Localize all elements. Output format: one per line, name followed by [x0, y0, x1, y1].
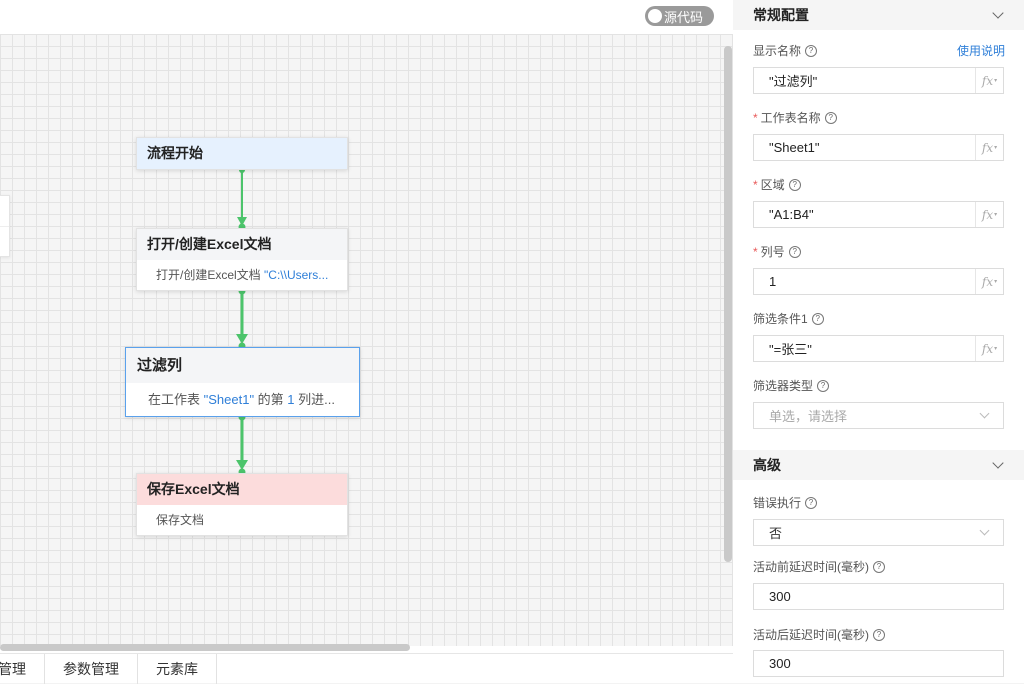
advanced-section-header[interactable]: 高级 [733, 450, 1024, 480]
flow-canvas-grid[interactable] [0, 34, 733, 646]
chevron-down-icon [992, 7, 1004, 19]
chevron-down-icon [979, 408, 990, 419]
help-icon[interactable]: ? [811, 312, 824, 325]
select-placeholder: 单选，请选择 [769, 409, 848, 424]
post-delay-label: 活动后延迟时间(毫秒) ? [753, 626, 885, 643]
input-value: "=张三" [769, 342, 812, 357]
node-title: 保存Excel文档 [137, 474, 347, 505]
input-value: "A1:B4" [769, 207, 814, 222]
fx-label: fx [981, 341, 994, 356]
usage-help-link[interactable]: 使用说明 [957, 44, 1006, 58]
node-title: 流程开始 [137, 138, 347, 169]
sheet-name-input[interactable]: "Sheet1" fx▾ [753, 134, 1004, 161]
fx-expression-icon[interactable]: fx▾ [975, 68, 1003, 93]
chevron-down-icon [979, 525, 990, 536]
field-label-text: 活动后延迟时间(毫秒) [753, 628, 869, 642]
fx-label: fx [981, 140, 994, 155]
node-description: 打开/创建Excel文档 "C:\\Users... [137, 260, 347, 291]
fx-label: fx [981, 207, 994, 222]
node-desc-text: 列进... [294, 392, 335, 407]
node-desc-column: 1 [287, 392, 295, 407]
node-desc-path: "C:\\Users... [264, 268, 329, 282]
help-icon[interactable]: ? [805, 496, 818, 509]
input-value: 300 [769, 656, 791, 671]
filter-type-select[interactable]: 单选，请选择 [753, 402, 1004, 429]
flow-node-open-excel[interactable]: 打开/创建Excel文档 打开/创建Excel文档 "C:\\Users... [136, 228, 348, 291]
field-label-text: 显示名称 [753, 44, 802, 58]
pre-delay-input[interactable]: 300 [753, 583, 1004, 610]
flow-node-start[interactable]: 流程开始 [136, 137, 348, 170]
help-icon[interactable]: ? [824, 111, 837, 124]
help-icon[interactable]: ? [873, 628, 885, 641]
flow-node-filter-column[interactable]: 过滤列 在工作表 "Sheet1" 的第 1 列进... [125, 347, 360, 417]
node-title: 打开/创建Excel文档 [137, 229, 347, 260]
fx-label: fx [981, 73, 994, 88]
help-icon[interactable]: ? [817, 379, 830, 392]
section-title: 高级 [753, 457, 781, 473]
offscreen-flow-node[interactable] [0, 195, 10, 257]
section-title: 常规配置 [753, 7, 809, 23]
bottom-tab-bar: 管理 参数管理 元素库 [0, 653, 733, 684]
filter-type-label: 筛选器类型 ? [753, 377, 830, 394]
fx-label: fx [981, 274, 994, 289]
range-label: * 区域 ? [753, 176, 801, 193]
node-description: 保存文档 [156, 513, 205, 527]
display-name-input[interactable]: "过滤列" fx▾ [753, 67, 1004, 94]
node-desc-text: 在工作表 [148, 392, 204, 407]
properties-panel: 常规配置 显示名称 ? 使用说明 "过滤列" fx▾ * 工作表名称 ? "Sh… [733, 0, 1024, 683]
column-number-label: * 列号 ? [753, 243, 801, 260]
general-config-section-header[interactable]: 常规配置 [733, 0, 1024, 30]
tab-element-library[interactable]: 元素库 [138, 654, 217, 684]
flow-node-save-excel[interactable]: 保存Excel文档 保存文档 [136, 473, 348, 536]
pre-delay-label: 活动前延迟时间(毫秒) ? [753, 558, 885, 575]
field-label-text: 筛选条件1 [753, 312, 808, 326]
error-exec-label: 错误执行 ? [753, 494, 818, 511]
toggle-knob [648, 9, 662, 23]
input-value: "Sheet1" [769, 140, 820, 155]
sheet-name-label: * 工作表名称 ? [753, 109, 837, 126]
error-exec-select[interactable]: 否 [753, 519, 1004, 546]
field-label-text: 区域 [760, 178, 785, 192]
fx-expression-icon[interactable]: fx▾ [975, 269, 1003, 294]
select-value: 否 [769, 526, 783, 541]
input-value: "过滤列" [769, 74, 818, 89]
field-label-text: 筛选器类型 [753, 379, 814, 393]
tab-parameter-management[interactable]: 参数管理 [45, 654, 138, 684]
filter-condition-input[interactable]: "=张三" fx▾ [753, 335, 1004, 362]
field-label-text: 列号 [760, 245, 785, 259]
help-icon[interactable]: ? [805, 44, 818, 57]
input-value: 300 [769, 589, 791, 604]
node-desc-sheet: "Sheet1" [203, 392, 255, 407]
filter-condition-label: 筛选条件1 ? [753, 310, 824, 327]
display-name-label: 显示名称 ? [753, 42, 818, 59]
field-label-text: 工作表名称 [760, 111, 821, 125]
node-description: 在工作表 "Sheet1" 的第 1 列进... [126, 383, 359, 416]
node-title: 过滤列 [126, 348, 359, 383]
fx-expression-icon[interactable]: fx▾ [975, 135, 1003, 160]
tab-management[interactable]: 管理 [0, 654, 45, 684]
input-value: 1 [769, 274, 777, 289]
canvas-horizontal-scrollbar[interactable] [0, 644, 410, 651]
fx-expression-icon[interactable]: fx▾ [975, 336, 1003, 361]
fx-expression-icon[interactable]: fx▾ [975, 202, 1003, 227]
column-number-input[interactable]: 1 fx▾ [753, 268, 1004, 295]
range-input[interactable]: "A1:B4" fx▾ [753, 201, 1004, 228]
help-icon[interactable]: ? [873, 560, 885, 573]
field-label-text: 错误执行 [753, 496, 802, 510]
flow-canvas-area: 源代码 流程开始 打开/创建Excel文档 打开/创建Excel文档 "C:\\… [0, 0, 733, 684]
source-code-label: 源代码 [664, 9, 704, 25]
help-icon[interactable]: ? [788, 178, 801, 191]
chevron-down-icon [992, 457, 1004, 469]
node-desc-text: 打开/创建Excel文档 [156, 268, 265, 282]
help-icon[interactable]: ? [788, 245, 801, 258]
canvas-vertical-scrollbar[interactable] [724, 46, 732, 562]
node-desc-text: 的第 [254, 392, 288, 407]
field-label-text: 活动前延迟时间(毫秒) [753, 560, 869, 574]
post-delay-input[interactable]: 300 [753, 650, 1004, 677]
source-code-toggle[interactable]: 源代码 [645, 6, 714, 26]
